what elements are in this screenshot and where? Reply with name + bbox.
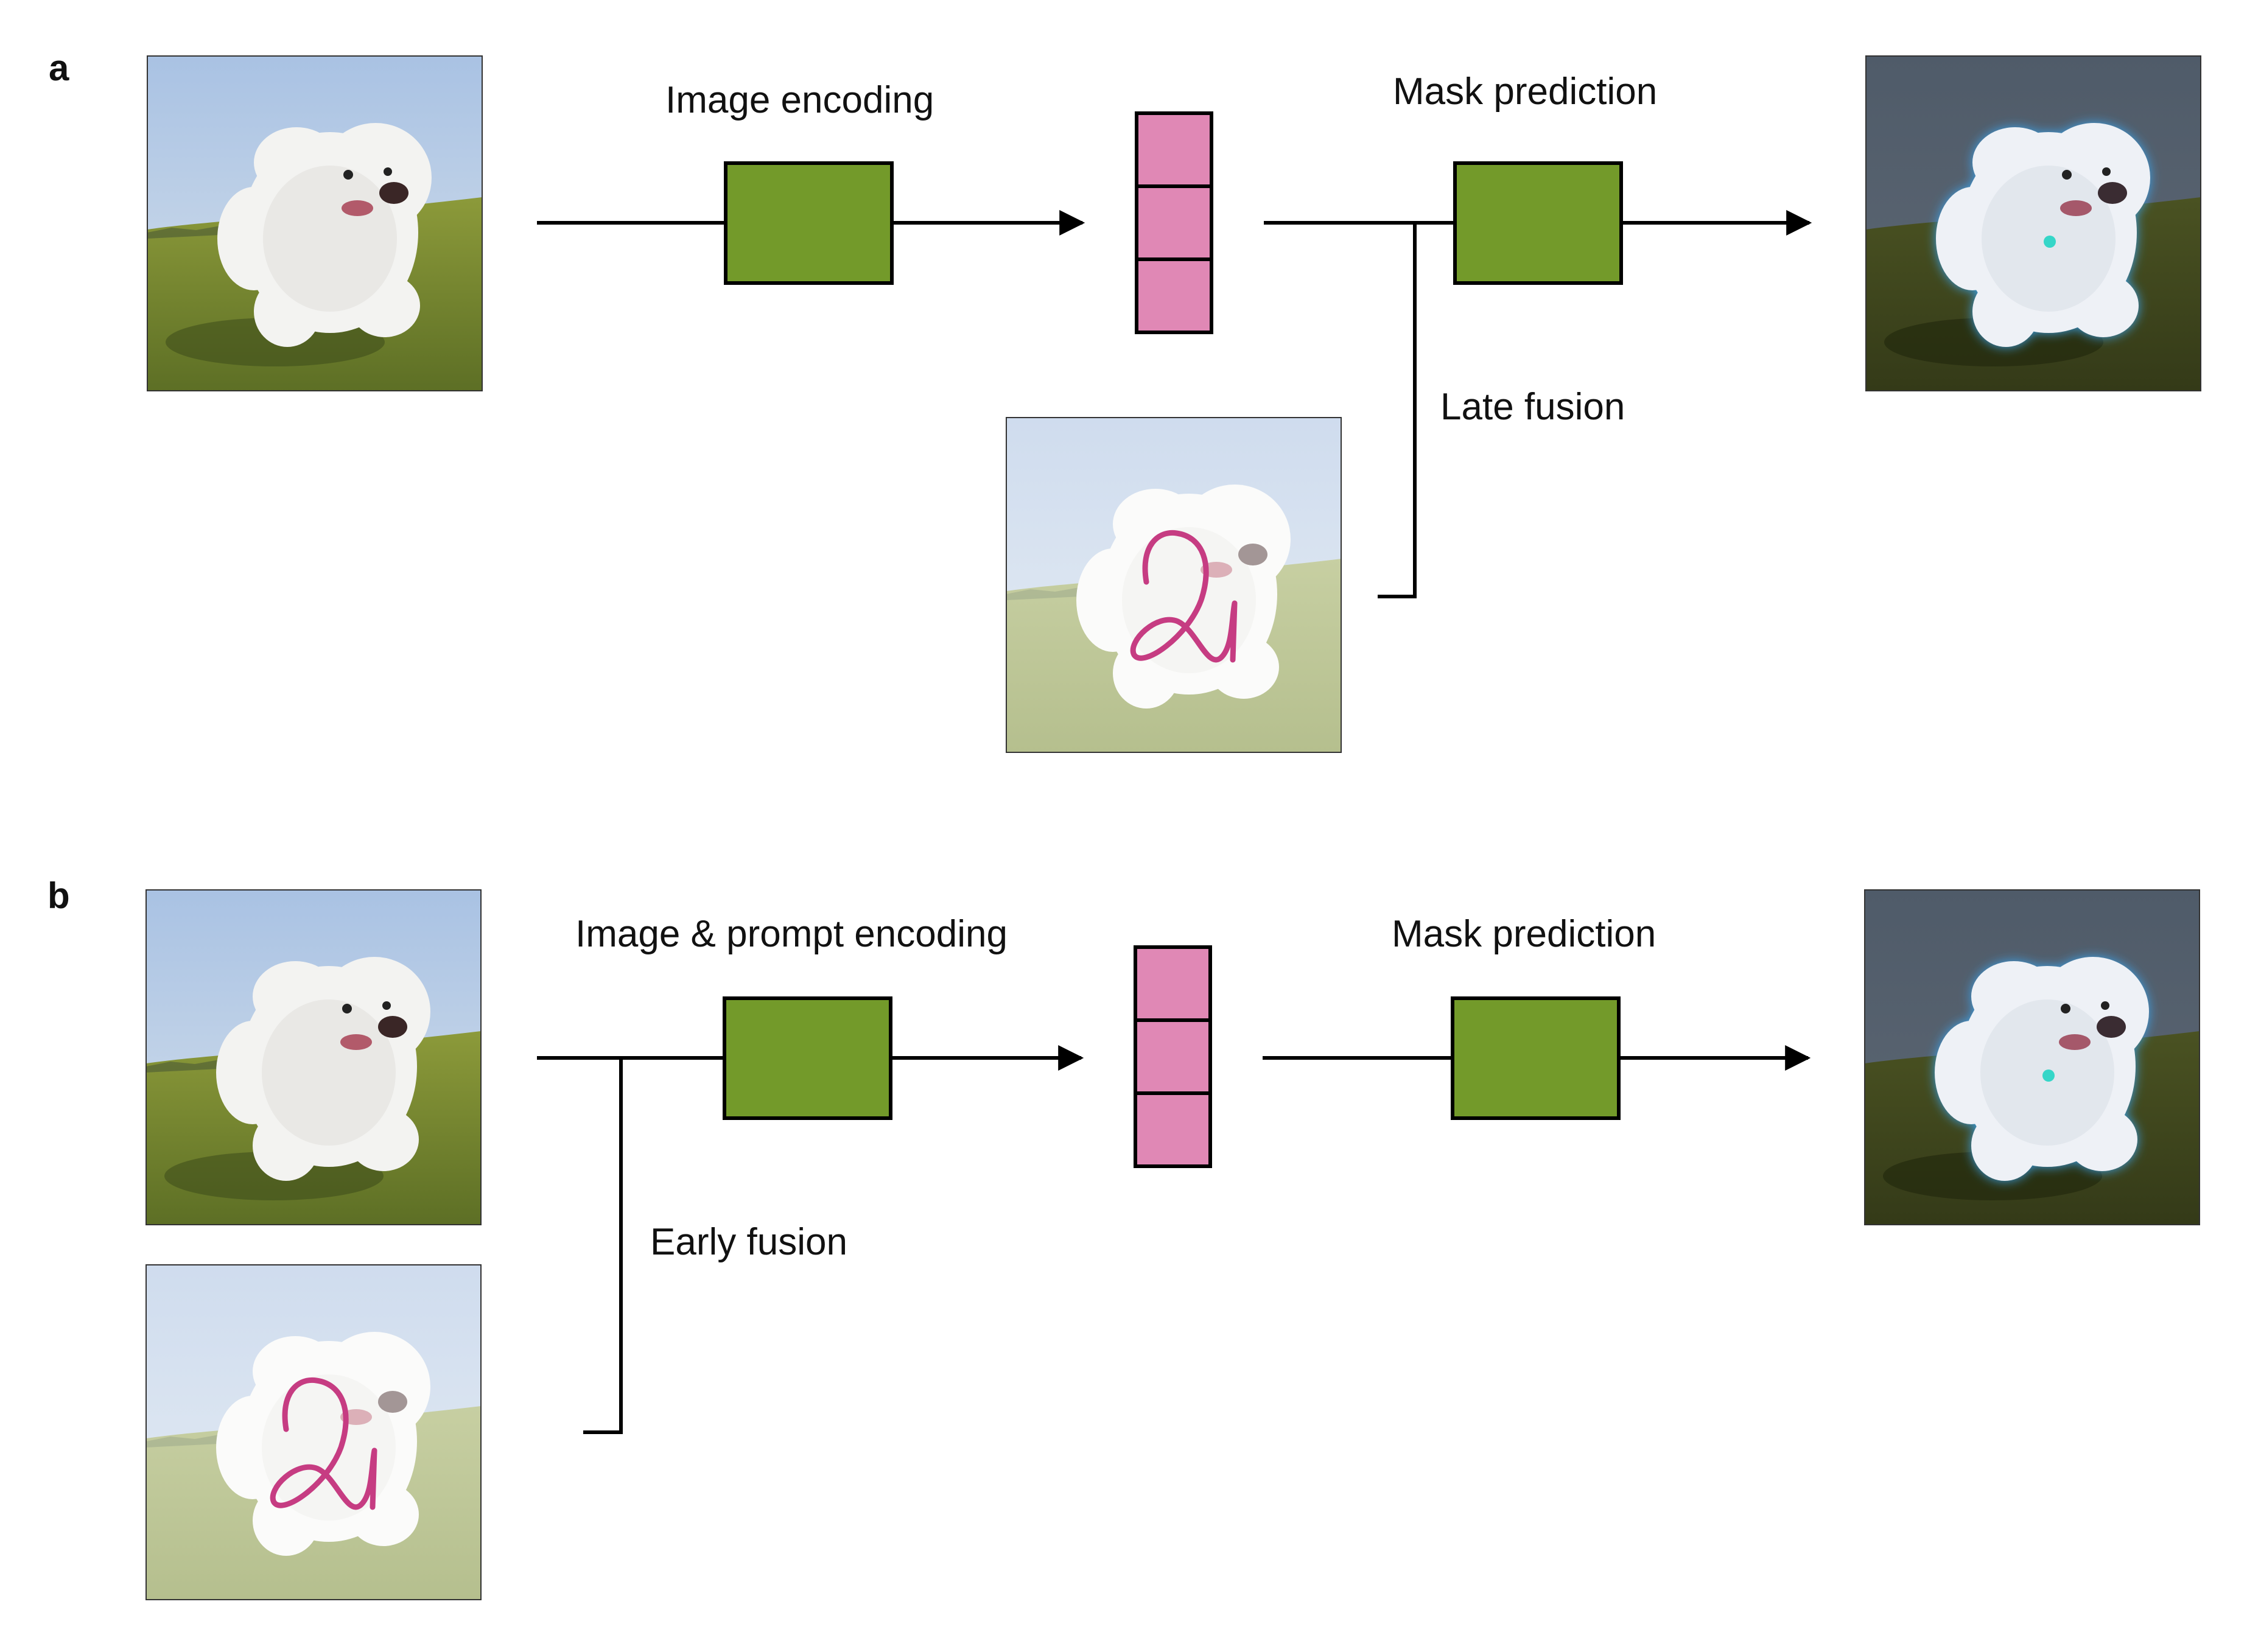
- late-fusion-label: Late fusion: [1440, 386, 1625, 428]
- prompt-image-b: [145, 1264, 482, 1600]
- image-prompt-encoder-block: [723, 996, 892, 1120]
- input-image-a: [147, 55, 483, 391]
- embedding-stack-a: [1135, 111, 1213, 334]
- output-mask-image-b: [1864, 889, 2200, 1225]
- panel-label-a: a: [49, 47, 69, 88]
- panel-label-b: b: [47, 875, 70, 916]
- panel-b: [145, 889, 2200, 1600]
- input-image-b: [145, 889, 482, 1225]
- mask-decoder-block-a: [1453, 161, 1623, 285]
- prompt-image-a: [1006, 417, 1342, 753]
- late-fusion-connector: [1378, 223, 1417, 598]
- mask-prediction-label-a: Mask prediction: [1393, 71, 1658, 113]
- image-encoder-block: [724, 161, 894, 285]
- panel-a: [147, 55, 2201, 753]
- embedding-stack-b: [1134, 945, 1212, 1168]
- early-fusion-connector: [583, 1058, 623, 1434]
- early-fusion-label: Early fusion: [650, 1221, 847, 1263]
- mask-decoder-block-b: [1451, 996, 1621, 1120]
- image-encoding-label: Image encoding: [665, 79, 934, 121]
- image-prompt-encoding-label: Image & prompt encoding: [575, 913, 1008, 955]
- mask-prediction-label-b: Mask prediction: [1392, 913, 1656, 955]
- output-mask-image-a: [1865, 55, 2201, 391]
